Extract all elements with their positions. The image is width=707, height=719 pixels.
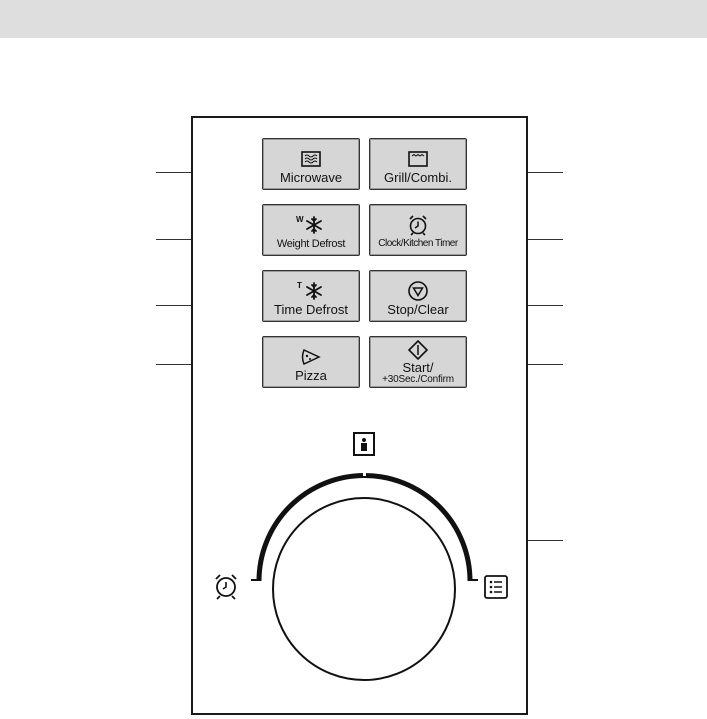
grill-icon: [408, 148, 428, 170]
dial-knob[interactable]: [272, 497, 456, 681]
program-list-icon: [484, 575, 508, 599]
time-defrost-label: Time Defrost: [274, 302, 348, 317]
stop-clear-button[interactable]: Stop/Clear: [369, 270, 467, 322]
pizza-button[interactable]: Pizza: [262, 336, 360, 388]
time-superscript: T: [297, 281, 302, 290]
start-confirm-button[interactable]: Start/ +30Sec./Confirm: [369, 336, 467, 388]
leader-line-clock: [495, 239, 563, 240]
start-sublabel: +30Sec./Confirm: [382, 374, 454, 385]
start-label: Start/: [402, 360, 434, 375]
pizza-label: Pizza: [295, 368, 327, 383]
start-diamond-icon: [407, 340, 429, 360]
leader-line-grill: [495, 172, 563, 173]
clock-kitchen-timer-label: Clock/Kitchen Timer: [378, 238, 458, 249]
grill-combi-button[interactable]: Grill/Combi.: [369, 138, 467, 190]
weight-icon: [353, 432, 375, 456]
microwave-icon: [301, 148, 321, 170]
weight-superscript: W: [296, 215, 304, 224]
snowflake-icon: T: [294, 280, 328, 302]
clock-kitchen-timer-button[interactable]: Clock/Kitchen Timer: [369, 204, 467, 256]
weight-defrost-button[interactable]: W Weight Defrost: [262, 204, 360, 256]
weight-defrost-label: Weight Defrost: [276, 238, 346, 250]
leader-line-dial: [495, 540, 563, 541]
microwave-label: Microwave: [279, 170, 343, 185]
header-bar: [0, 0, 707, 38]
grill-combi-label: Grill/Combi.: [384, 170, 452, 185]
microwave-button[interactable]: Microwave: [262, 138, 360, 190]
stop-clear-label: Stop/Clear: [387, 302, 449, 317]
stop-triangle-icon: [407, 280, 429, 302]
snowflake-icon: W: [294, 214, 328, 236]
alarm-clock-icon: [215, 574, 237, 600]
time-defrost-button[interactable]: T Time Defrost: [262, 270, 360, 322]
leader-line-stop: [495, 305, 563, 306]
pizza-icon: [300, 346, 322, 368]
alarm-clock-icon: [407, 214, 429, 236]
leader-line-start: [495, 364, 563, 365]
